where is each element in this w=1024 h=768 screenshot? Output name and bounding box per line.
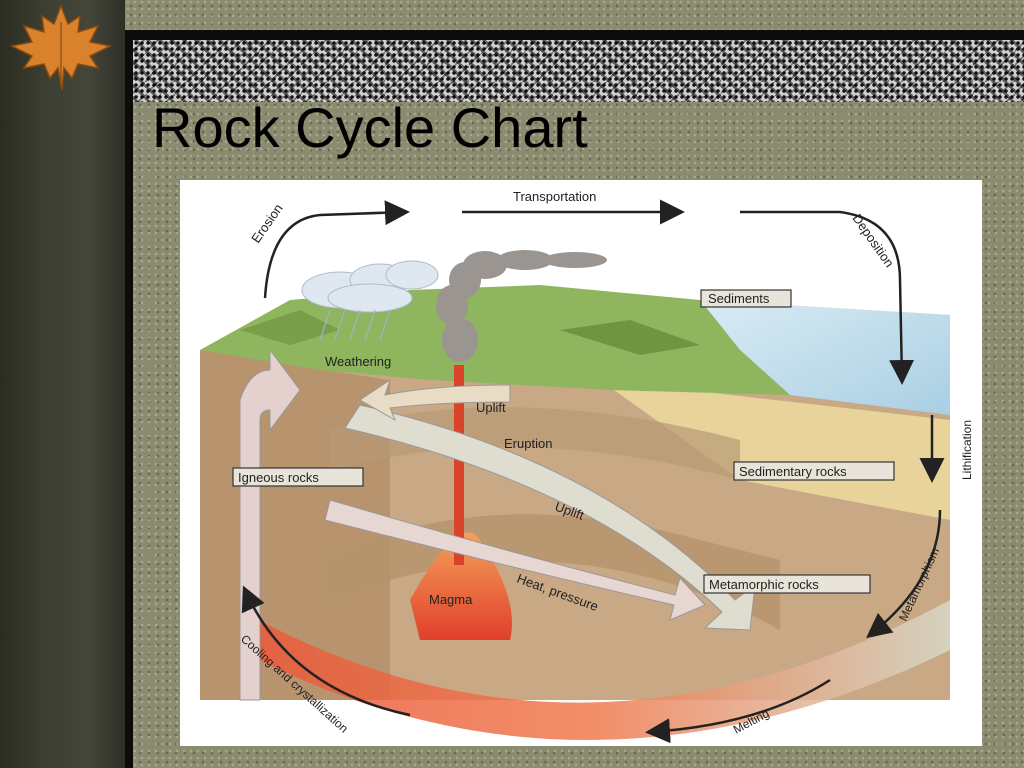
magma-conduit [454, 365, 464, 565]
label-igneous-rocks: Igneous rocks [238, 470, 319, 485]
rock-cycle-figure: Erosion Transportation Deposition Sedime… [180, 180, 982, 746]
label-sediments: Sediments [708, 291, 770, 306]
left-sidebar-band [0, 0, 125, 768]
label-magma: Magma [429, 592, 473, 607]
land-surface [200, 285, 790, 395]
label-eruption: Eruption [504, 436, 552, 451]
molten-band [240, 600, 950, 740]
metamorphic-rocks-label-box: Metamorphic rocks [703, 574, 871, 594]
heat-pressure-arrow [324, 499, 706, 621]
sea [700, 300, 950, 415]
label-transportation: Transportation [513, 189, 596, 204]
slide-title: Rock Cycle Chart [152, 96, 588, 159]
igneous-rocks-label-box: Igneous rocks [232, 467, 364, 487]
sedimentary-rocks-label-box: Sedimentary rocks [733, 461, 895, 481]
label-lithification: Lithification [960, 420, 974, 480]
label-sedimentary-rocks: Sedimentary rocks [739, 464, 847, 479]
sediments-label-box: Sediments [700, 289, 792, 308]
deposition-arrow [740, 210, 915, 385]
clouds [301, 260, 439, 313]
label-uplift-top: Uplift [476, 400, 506, 415]
maple-leaf-icon [9, 3, 113, 91]
top-texture-band [133, 40, 1024, 102]
rock-cycle-diagram: Erosion Transportation Deposition Sedime… [200, 189, 974, 744]
left-divider-strip [125, 30, 133, 768]
top-divider-strip [125, 30, 1024, 40]
label-weathering: Weathering [325, 354, 391, 369]
label-metamorphic-rocks: Metamorphic rocks [709, 577, 819, 592]
volcanic-plume [436, 250, 607, 362]
metamorphism-arrow [866, 509, 942, 639]
uplift-top-arrow [359, 378, 511, 422]
cooling-arrow [241, 585, 411, 717]
uplift-arrow [344, 404, 756, 631]
melting-arrow [645, 678, 831, 744]
sedimentary-layer [600, 380, 950, 520]
erosion-arrow [263, 200, 410, 299]
